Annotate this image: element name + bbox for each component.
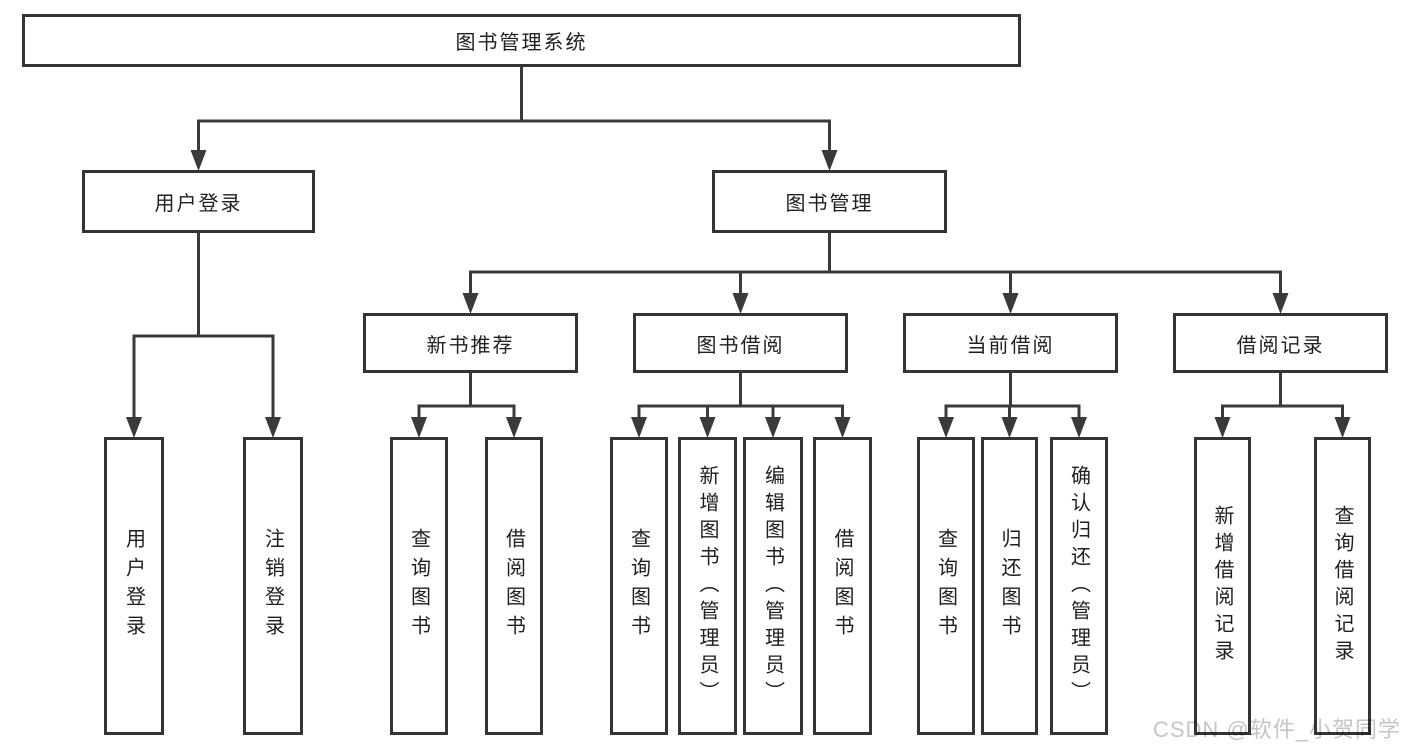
leaf-add-books-admin: 新增图书（管理员） xyxy=(678,437,737,735)
leaf-label: 确认归还（管理员） xyxy=(1067,464,1090,708)
leaf-label: 用户登录 xyxy=(122,528,145,644)
leaf-label: 借阅图书 xyxy=(831,528,853,644)
node-borrowing-records: 借阅记录 xyxy=(1173,313,1388,373)
leaf-borrow-books: 借阅图书 xyxy=(813,437,872,735)
node-library-management-system: 图书管理系统 xyxy=(22,14,1021,67)
node-book-borrowing: 图书借阅 xyxy=(633,313,848,373)
leaf-label: 查询借阅记录 xyxy=(1331,505,1353,667)
connector-paths xyxy=(132,66,1344,419)
leaf-user-login: 用户登录 xyxy=(104,437,164,735)
arrowheads xyxy=(126,150,1351,438)
leaf-label: 查询图书 xyxy=(934,528,957,644)
csdn-watermark: CSDN @软件_小贺同学 xyxy=(1152,717,1401,742)
leaf-borrow-books: 借阅图书 xyxy=(485,437,543,735)
leaf-confirm-return-admin: 确认归还（管理员） xyxy=(1050,437,1108,735)
leaf-label: 注销登录 xyxy=(261,528,284,644)
leaf-label: 新增图书（管理员） xyxy=(696,464,718,708)
leaf-label: 新增借阅记录 xyxy=(1211,505,1233,667)
leaf-label: 查询图书 xyxy=(407,528,430,644)
leaf-label: 查询图书 xyxy=(627,528,650,644)
node-new-book-recommendation: 新书推荐 xyxy=(363,313,578,373)
node-user-login: 用户登录 xyxy=(82,170,315,233)
leaf-edit-books-admin: 编辑图书（管理员） xyxy=(743,437,803,735)
leaf-label: 借阅图书 xyxy=(502,528,525,644)
leaf-query-books: 查询图书 xyxy=(917,437,975,735)
leaf-label: 编辑图书（管理员） xyxy=(761,464,784,708)
node-book-management: 图书管理 xyxy=(712,170,947,233)
node-current-borrowing: 当前借阅 xyxy=(903,313,1118,373)
leaf-query-borrow-record: 查询借阅记录 xyxy=(1314,437,1371,735)
leaf-add-borrow-record: 新增借阅记录 xyxy=(1194,437,1251,735)
leaf-query-books: 查询图书 xyxy=(610,437,668,735)
leaf-return-books: 归还图书 xyxy=(981,437,1038,735)
leaf-logout: 注销登录 xyxy=(243,437,303,735)
leaf-label: 归还图书 xyxy=(998,528,1020,644)
leaf-query-books: 查询图书 xyxy=(390,437,448,735)
